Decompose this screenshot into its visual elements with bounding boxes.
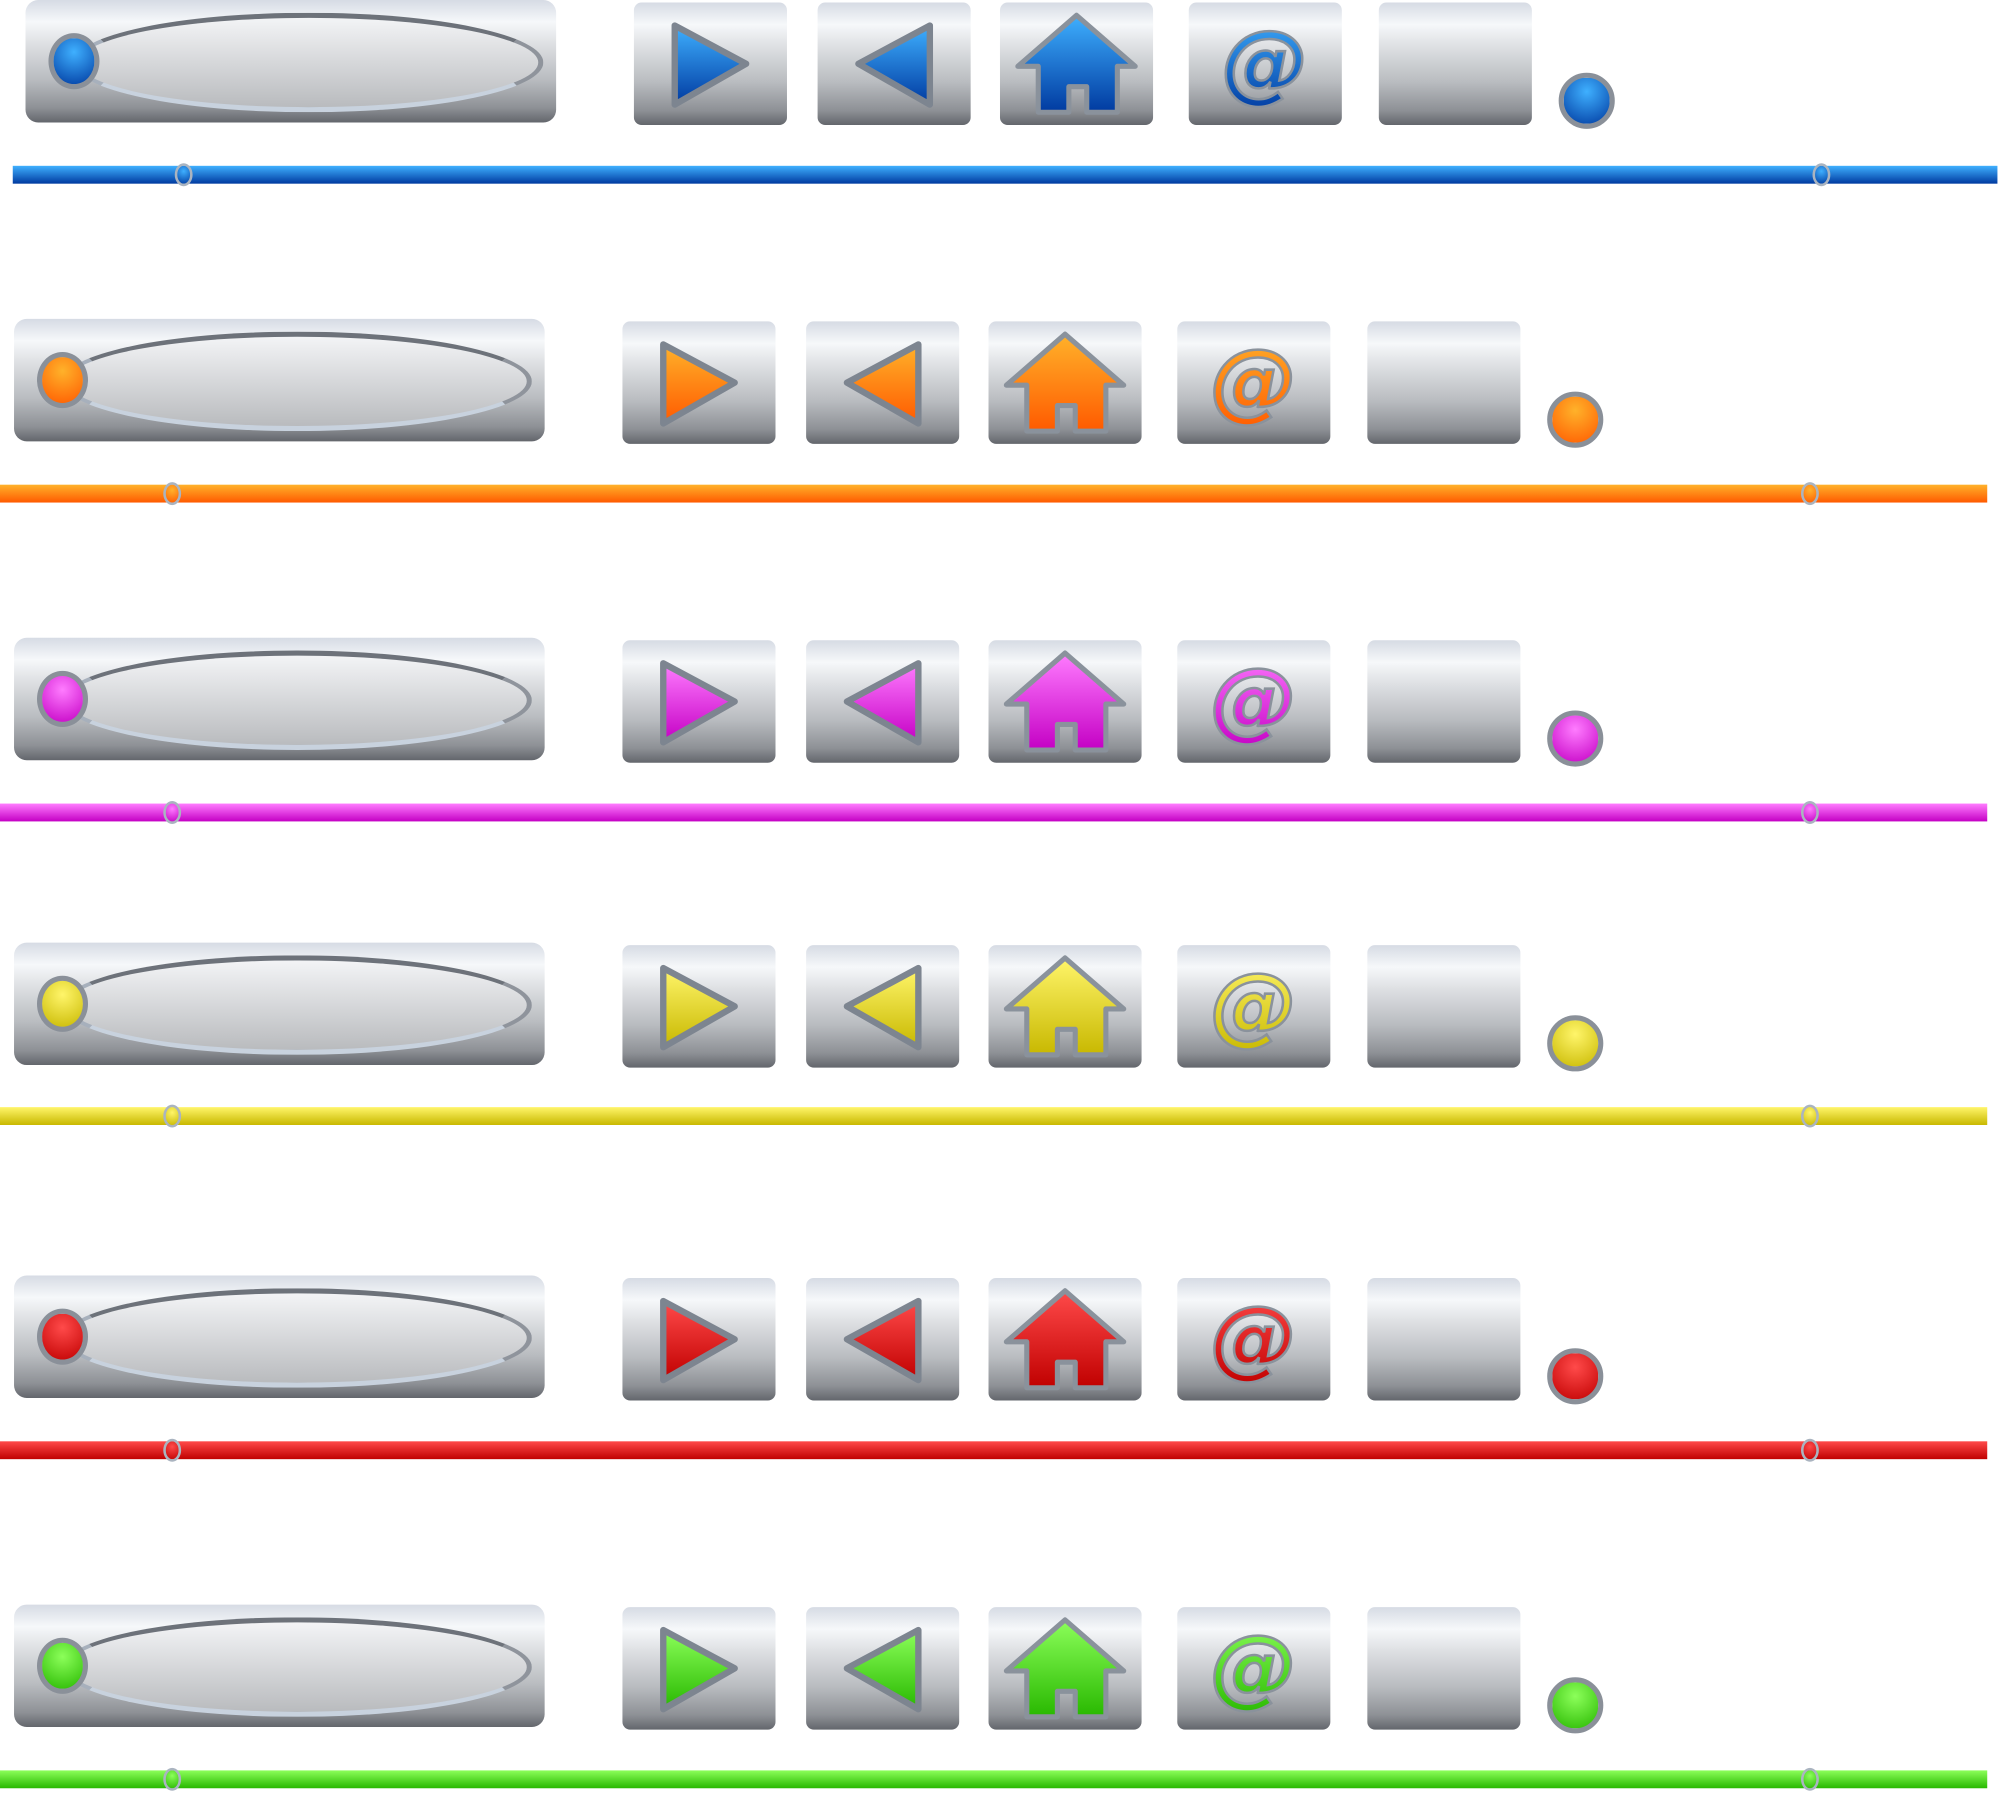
- search-indicator-dot: [36, 1308, 89, 1365]
- svg-text:@: @: [1210, 954, 1297, 1055]
- back-button[interactable]: [806, 1278, 960, 1401]
- play-button[interactable]: [622, 1607, 776, 1730]
- slider-handle-right[interactable]: [1801, 1438, 1819, 1462]
- slider-track-red[interactable]: [0, 1438, 1988, 1462]
- search-indicator-dot: [36, 670, 89, 728]
- email-button[interactable]: @: [1177, 945, 1331, 1068]
- svg-text:@: @: [1210, 1287, 1297, 1388]
- slider-handle-left[interactable]: [163, 1104, 182, 1128]
- play-button[interactable]: [622, 321, 776, 444]
- back-button[interactable]: [817, 2, 971, 125]
- email-button[interactable]: @: [1177, 321, 1331, 444]
- search-oval: [62, 650, 532, 750]
- search-oval: [62, 331, 532, 432]
- blank-button[interactable]: [1378, 2, 1532, 125]
- status-indicator-dot[interactable]: [1547, 1348, 1604, 1405]
- blank-button[interactable]: [1367, 945, 1521, 1068]
- slider-track-magenta[interactable]: [0, 801, 1988, 824]
- back-button[interactable]: [806, 945, 960, 1068]
- play-button[interactable]: [622, 640, 776, 763]
- search-field[interactable]: [14, 1604, 545, 1728]
- blank-button[interactable]: [1367, 640, 1521, 763]
- slider-handle-right[interactable]: [1812, 163, 1831, 187]
- search-field[interactable]: [14, 637, 545, 761]
- toolbar-red: @: [0, 1275, 2000, 1467]
- home-button[interactable]: [988, 945, 1142, 1068]
- blank-button[interactable]: [1367, 321, 1521, 444]
- search-field[interactable]: [14, 1275, 545, 1398]
- status-indicator-dot[interactable]: [1558, 72, 1615, 129]
- back-button[interactable]: [806, 321, 960, 444]
- home-button[interactable]: [988, 1278, 1142, 1401]
- play-button[interactable]: [622, 945, 776, 1068]
- search-indicator-dot: [36, 352, 89, 409]
- search-oval: [62, 1617, 532, 1717]
- toolbar-blue: @: [0, 0, 2000, 191]
- slider-track-green[interactable]: [0, 1767, 1988, 1791]
- back-button[interactable]: [806, 640, 960, 763]
- status-indicator-dot[interactable]: [1547, 391, 1604, 448]
- slider-handle-left[interactable]: [174, 163, 193, 187]
- search-field[interactable]: [14, 942, 545, 1066]
- home-button[interactable]: [988, 321, 1142, 444]
- email-button[interactable]: @: [1177, 1607, 1331, 1730]
- svg-text:@: @: [1210, 650, 1297, 751]
- search-field[interactable]: [25, 0, 557, 123]
- search-field[interactable]: [14, 318, 545, 442]
- email-button[interactable]: @: [1188, 2, 1342, 125]
- search-indicator-dot: [48, 33, 100, 90]
- slider-handle-right[interactable]: [1801, 482, 1819, 506]
- toolbar-yellow: @: [0, 942, 2000, 1134]
- slider-handle-right[interactable]: [1801, 1767, 1819, 1791]
- search-indicator-dot: [36, 975, 89, 1032]
- slider-track-blue[interactable]: [12, 163, 1998, 187]
- svg-text:@: @: [1210, 1616, 1297, 1717]
- toolbar-green: @: [0, 1604, 2000, 1796]
- status-indicator-dot[interactable]: [1547, 710, 1604, 767]
- search-indicator-dot: [36, 1637, 89, 1694]
- blank-button[interactable]: [1367, 1278, 1521, 1401]
- home-button[interactable]: [988, 1607, 1142, 1730]
- svg-text:@: @: [1222, 12, 1309, 113]
- play-button[interactable]: [622, 1278, 776, 1401]
- svg-text:@: @: [1210, 331, 1297, 432]
- slider-handle-left[interactable]: [163, 1767, 182, 1791]
- home-button[interactable]: [999, 2, 1154, 125]
- play-button[interactable]: [633, 2, 787, 125]
- search-oval: [73, 12, 544, 113]
- search-oval: [62, 955, 532, 1055]
- search-oval: [62, 1288, 532, 1388]
- back-button[interactable]: [806, 1607, 960, 1730]
- toolbar-orange: @: [0, 318, 2000, 510]
- slider-track-orange[interactable]: [0, 482, 1988, 506]
- toolbar-magenta: @: [0, 637, 2000, 829]
- email-button[interactable]: @: [1177, 1278, 1331, 1401]
- slider-handle-right[interactable]: [1801, 801, 1819, 824]
- blank-button[interactable]: [1367, 1607, 1521, 1730]
- slider-track-yellow[interactable]: [0, 1104, 1988, 1128]
- slider-handle-left[interactable]: [163, 482, 182, 506]
- slider-handle-left[interactable]: [163, 801, 182, 824]
- home-button[interactable]: [988, 640, 1142, 763]
- status-indicator-dot[interactable]: [1547, 1677, 1604, 1734]
- status-indicator-dot[interactable]: [1547, 1015, 1604, 1072]
- slider-handle-right[interactable]: [1801, 1104, 1819, 1128]
- slider-handle-left[interactable]: [163, 1438, 182, 1462]
- email-button[interactable]: @: [1177, 640, 1331, 763]
